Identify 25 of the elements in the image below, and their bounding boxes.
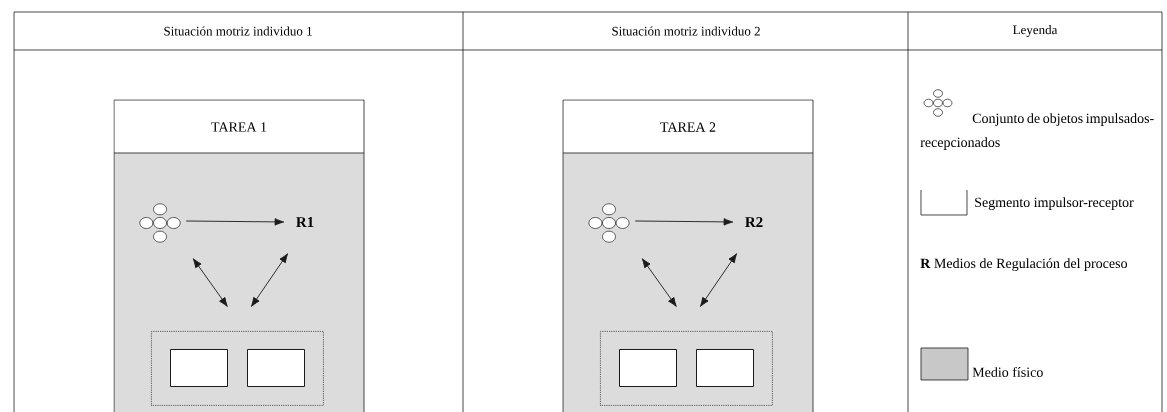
arrow: [192, 258, 228, 307]
regulation-label: R1: [296, 217, 314, 227]
segment-box: [600, 331, 773, 406]
element-box: [696, 349, 754, 387]
segment-box: [151, 331, 324, 406]
legend-text: Medio físico: [972, 367, 1043, 377]
column-header: Situación motriz individuo 1: [164, 26, 312, 36]
regulation-label: R2: [745, 217, 763, 227]
arrow: [641, 258, 677, 307]
column-header: Situación motriz individuo 2: [612, 26, 760, 36]
column-header: Leyenda: [1013, 25, 1058, 37]
element-box: [619, 349, 677, 387]
element-box: [247, 349, 305, 387]
arrow: [634, 218, 734, 226]
objects-cluster-drawing: [588, 203, 630, 243]
legend-text: R Medios de Regulación del proceso: [920, 258, 1127, 271]
arrow: [251, 253, 288, 307]
arrow: [700, 253, 737, 307]
legend-text: Segmento impulsor-receptor: [975, 197, 1134, 210]
node-label: TAREA 1: [211, 122, 267, 132]
arrow: [185, 218, 285, 226]
element-box: [170, 349, 228, 387]
legend-text: Conjunto de objetos impulsados-recepcionados: [920, 113, 1154, 150]
objects-cluster-drawing: [139, 203, 181, 243]
node-label: TAREA 2: [660, 122, 716, 132]
